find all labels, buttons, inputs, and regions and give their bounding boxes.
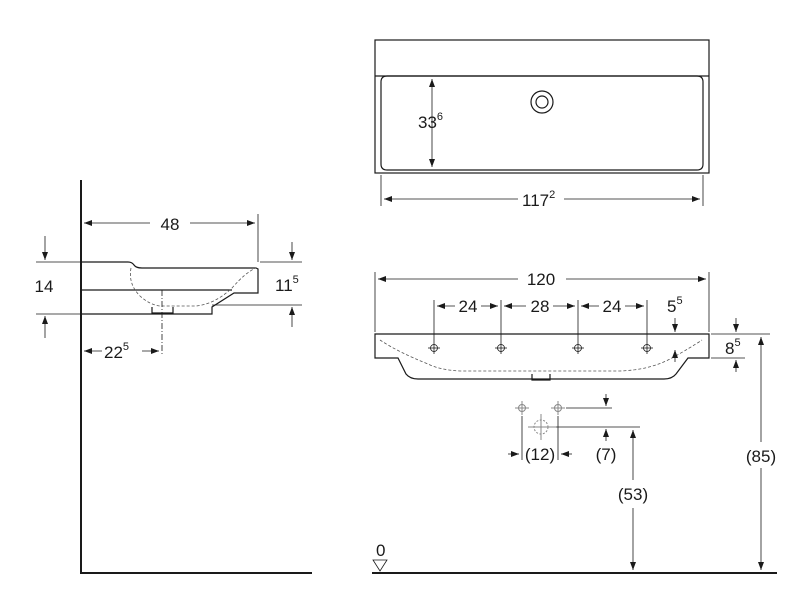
dim-overall-width-label: 120 bbox=[527, 270, 555, 289]
top-drain-outer bbox=[530, 90, 554, 114]
side-drain bbox=[151, 307, 174, 314]
side-view: 48 14 115 225 bbox=[35, 180, 312, 574]
front-view: 120 24 28 24 55 85 bbox=[372, 270, 777, 574]
waste-outlet-symbol bbox=[528, 414, 556, 440]
top-drain-inner bbox=[535, 95, 549, 109]
dim-tap-spacing-2: 28 bbox=[531, 297, 550, 316]
dim-tap-spacing-1: 24 bbox=[459, 297, 478, 316]
top-outer-outline bbox=[374, 39, 710, 174]
dim-height-label: 14 bbox=[35, 277, 54, 296]
dim-drain-vertical-label: (7) bbox=[596, 445, 617, 464]
dim-depth-label: 48 bbox=[161, 215, 180, 234]
dim-tap-spacing-3: 24 bbox=[603, 297, 622, 316]
side-bowl-hidden-line bbox=[130, 267, 257, 307]
dim-rim-offset-label: 55 bbox=[667, 295, 683, 316]
dim-drain-spacing-label: (12) bbox=[525, 445, 555, 464]
dim-inner-depth-label: 336 bbox=[418, 111, 443, 132]
front-bowl-hidden-line bbox=[379, 339, 703, 372]
dim-drain-offset-label: 225 bbox=[104, 341, 129, 362]
dim-rim-level-label: (85) bbox=[746, 447, 776, 466]
drain-symbol-right bbox=[551, 401, 565, 415]
side-basin-outline bbox=[80, 261, 259, 315]
floor-level-label: 0 bbox=[376, 541, 385, 560]
front-drain bbox=[531, 374, 551, 381]
tap-hole-1 bbox=[428, 342, 440, 354]
tap-hole-2 bbox=[495, 342, 507, 354]
top-bowl-outline bbox=[380, 75, 704, 171]
dim-rim-height-label: 85 bbox=[725, 337, 741, 358]
tap-hole-4 bbox=[641, 342, 653, 354]
dim-drain-height-label: (53) bbox=[618, 485, 648, 504]
top-view: 336 1172 bbox=[374, 39, 710, 210]
dim-inner-width-label: 1172 bbox=[522, 189, 555, 210]
front-basin-outline bbox=[374, 333, 710, 380]
drain-symbol-left bbox=[515, 401, 529, 415]
tap-hole-3 bbox=[572, 342, 584, 354]
dim-basin-height-label: 115 bbox=[275, 274, 299, 295]
floor-level-marker-icon bbox=[372, 559, 388, 572]
